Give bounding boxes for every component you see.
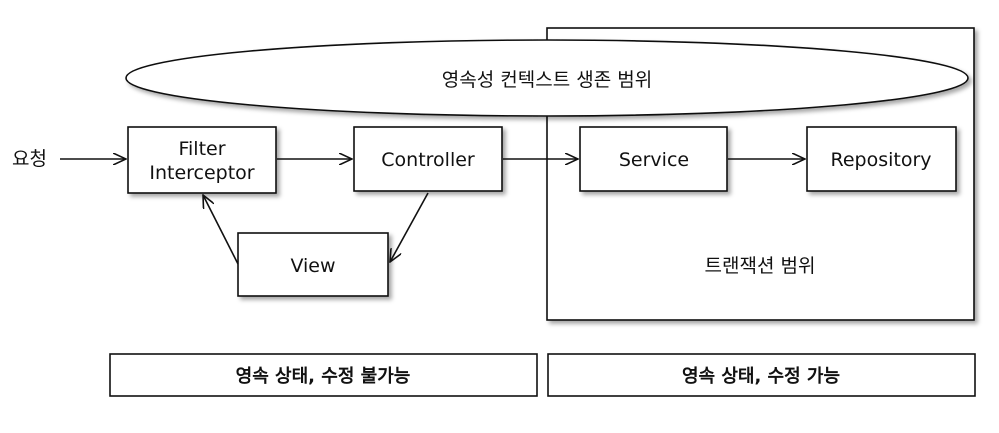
persistence-context-scope-ellipse: [125, 39, 969, 117]
interceptor-label: Interceptor: [149, 162, 254, 184]
repository-box: [806, 126, 957, 192]
controller-label: Controller: [381, 149, 475, 171]
read-only-bar: [109, 353, 538, 397]
editable-bar: [547, 353, 976, 397]
view-box: [237, 232, 389, 297]
view-to-filter-arrow: [203, 195, 239, 265]
service-label: Service: [619, 149, 689, 171]
controller-to-view-arrow: [390, 192, 429, 262]
editable-bar-label: 영속 상태, 수정 가능: [682, 366, 840, 387]
persistence-context-scope-label: 영속성 컨텍스트 생존 범위: [442, 69, 652, 91]
service-box: [579, 126, 728, 192]
view-label: View: [290, 255, 335, 277]
repository-label: Repository: [830, 149, 931, 171]
read-only-bar-label: 영속 상태, 수정 불가능: [236, 366, 411, 387]
controller-box: [353, 126, 503, 192]
transaction-scope-label: 트랜잭션 범위: [705, 255, 816, 277]
filter-interceptor-box: [127, 126, 277, 194]
filter-label: Filter: [178, 138, 225, 160]
request-label: 요청: [12, 148, 47, 170]
